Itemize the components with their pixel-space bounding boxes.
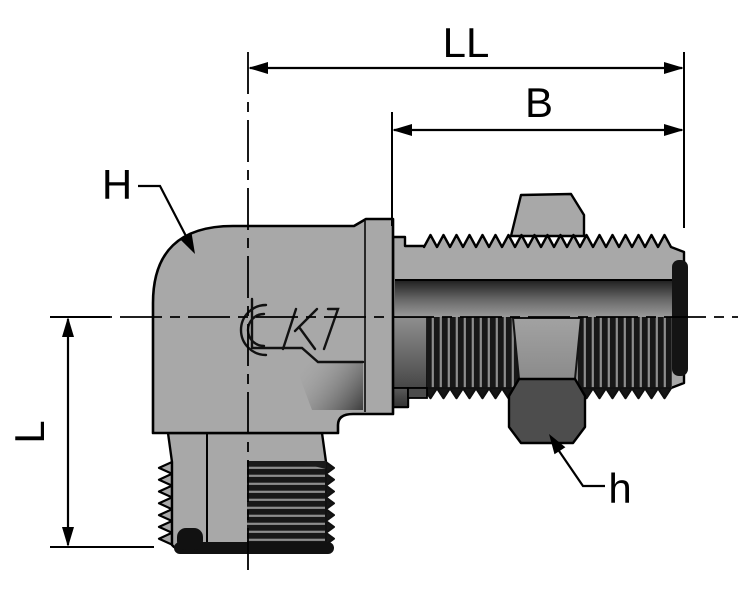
bottom-port (157, 431, 335, 554)
centerlines (52, 52, 738, 574)
arrowhead-down (62, 527, 74, 547)
manufacturer-logo (239, 297, 365, 364)
dim-B: B (391, 79, 684, 226)
leader-arrowhead-h (549, 434, 566, 455)
dim-label-B: B (525, 79, 553, 126)
arrowhead-right (664, 62, 684, 74)
dim-label-LL: LL (443, 19, 490, 66)
dim-label-h: h (608, 465, 631, 512)
port-thread-profile-left (157, 460, 174, 546)
label-H: H (102, 161, 195, 254)
port-thread-profile-right (325, 461, 335, 546)
locknut-bottom (507, 317, 587, 445)
port-thread-shadow (247, 461, 326, 469)
leader-arrowhead-H (180, 233, 195, 254)
leader-line-h (556, 447, 605, 488)
locknut-face (511, 317, 583, 380)
logo-arc-outer (239, 303, 268, 357)
locknut-barrel (507, 377, 587, 445)
end-oring (672, 260, 688, 376)
arrowhead-left (248, 62, 268, 74)
logo-panel-line (250, 297, 365, 364)
leader-line-H (138, 184, 188, 239)
stem-collar-dark (392, 387, 409, 408)
stem-shadow-band (395, 280, 672, 317)
port-threads-shaded (247, 462, 326, 547)
dimensions: LL B L H h (6, 19, 685, 548)
port-oring (177, 528, 203, 550)
logo-k-leg (297, 325, 317, 351)
body-corner-shadow (294, 362, 363, 410)
arrowhead-up (62, 317, 74, 337)
arrowhead-left (392, 124, 412, 136)
elbow-body (151, 217, 395, 435)
logo-k-stem (281, 307, 298, 351)
stem-collar-step (407, 387, 428, 399)
dim-label-L: L (6, 420, 53, 443)
dim-LL: LL (248, 19, 685, 228)
stem-neck-shade (392, 316, 428, 389)
fitting (151, 192, 688, 554)
label-h: h (549, 434, 632, 512)
dim-L: L (6, 316, 154, 548)
logo-border (322, 307, 340, 351)
arrowhead-right (664, 124, 684, 136)
dim-label-H: H (102, 161, 132, 208)
locknut-top (509, 192, 586, 238)
port-bottom-shadow (174, 542, 334, 554)
